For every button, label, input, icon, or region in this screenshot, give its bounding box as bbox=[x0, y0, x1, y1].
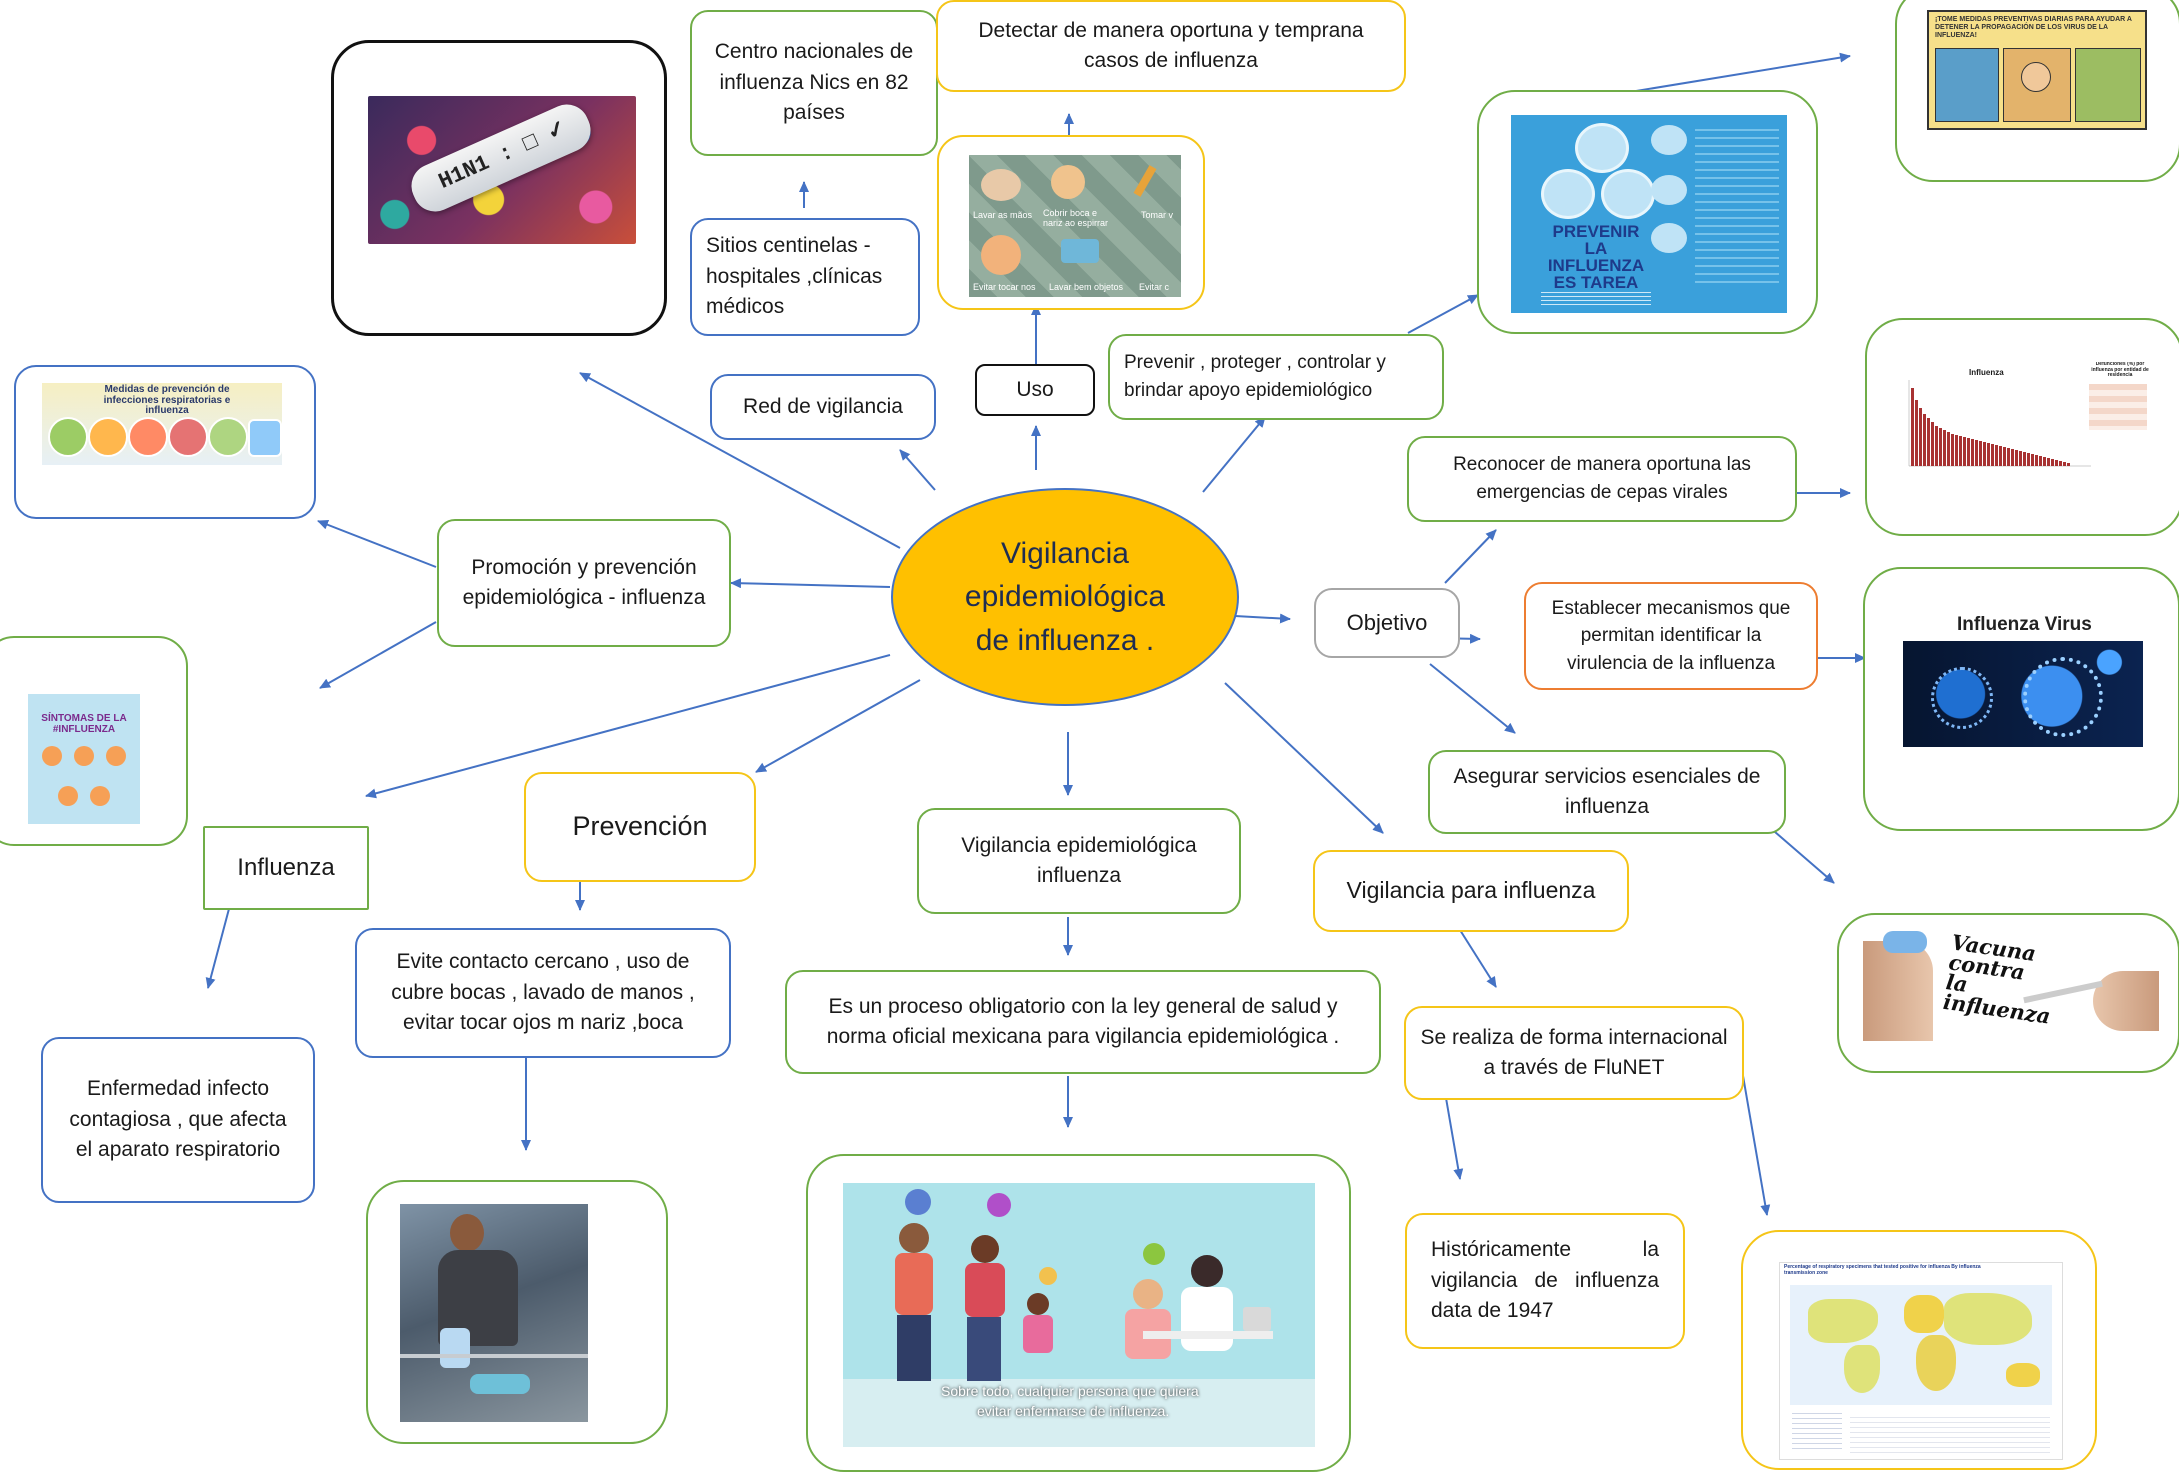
sitios-centinelas-box: Sitios centinelas - hospitales ,clínicas… bbox=[690, 218, 920, 336]
central-topic: Vigilancia epidemiológica de influenza . bbox=[891, 488, 1239, 706]
influenza-box: Influenza bbox=[203, 826, 369, 910]
medidas-title: Medidas de prevención de infecciones res… bbox=[103, 384, 231, 416]
influenza-virus-frame: Influenza Virus bbox=[1863, 567, 2179, 831]
hygiene-icons-image: Lavar as mãos Cobrir boca e nariz ao esp… bbox=[969, 155, 1181, 297]
proceso-obligatorio-box: Es un proceso obligatorio con la ley gen… bbox=[785, 970, 1381, 1074]
evite-contacto-box: Evite contacto cercano , uso de cubre bo… bbox=[355, 928, 731, 1058]
chart-bars bbox=[1908, 380, 2091, 467]
red-vigilancia-box: Red de vigilancia bbox=[710, 374, 936, 440]
chart-legend: Defunciones (%) por influenza por entida… bbox=[2091, 362, 2149, 378]
hygiene-label-3: Tomar v bbox=[1141, 210, 1174, 220]
objetivo-box: Objetivo bbox=[1314, 588, 1460, 658]
cleaning-photo bbox=[400, 1204, 588, 1422]
h1n1-image-frame: H1N1 : □ ✓ bbox=[331, 40, 667, 336]
hygiene-label-1: Lavar as mãos bbox=[973, 210, 1033, 220]
uso-box: Uso bbox=[975, 364, 1095, 416]
establecer-box: Establecer mecanismos que permitan ident… bbox=[1524, 582, 1818, 690]
central-line-1: Vigilancia bbox=[1001, 536, 1129, 570]
medidas-prevencion-frame: Medidas de prevención de infecciones res… bbox=[14, 365, 316, 519]
video-caption-line-1: Sobre todo, cualquier persona que quiera bbox=[941, 1383, 1199, 1399]
hygiene-label-2: Cobrir boca e nariz ao espirrar bbox=[1043, 208, 1109, 228]
hygiene-label-5: Lavar bem objetos bbox=[1049, 282, 1124, 292]
influenza-virus-title: Influenza Virus bbox=[1957, 614, 2092, 635]
chart-title: Influenza bbox=[1969, 368, 2004, 377]
vacuna-text: Vacuna contra la influenza bbox=[1941, 931, 2053, 1029]
influenza-virus-image bbox=[1903, 641, 2143, 747]
medidas-prevencion-image: Medidas de prevención de infecciones res… bbox=[42, 383, 282, 465]
sintomas-frame: SÍNTOMAS DE LA #INFLUENZA bbox=[0, 636, 188, 846]
sintomas-title: SÍNTOMAS DE LA #INFLUENZA bbox=[41, 713, 127, 735]
hygiene-label-6: Evitar c bbox=[1139, 282, 1170, 292]
hygiene-image-frame: Lavar as mãos Cobrir boca e nariz ao esp… bbox=[937, 135, 1205, 310]
tome-medidas-image: ¡TOME MEDIDAS PREVENTIVAS DIARIAS PARA A… bbox=[1927, 10, 2147, 130]
vigilancia-epidemiologica-influenza-box: Vigilancia epidemiológica influenza bbox=[917, 808, 1241, 914]
asegurar-box: Asegurar servicios esenciales de influen… bbox=[1428, 750, 1786, 834]
h1n1-test-tube-image: H1N1 : □ ✓ bbox=[368, 96, 636, 244]
prevencion-box: Prevención bbox=[524, 772, 756, 882]
tome-medidas-text: ¡TOME MEDIDAS PREVENTIVAS DIARIAS PARA A… bbox=[1935, 16, 2132, 40]
flunet-map-frame: Percentage of respiratory specimens that… bbox=[1741, 1230, 2097, 1470]
prevenir-box: Prevenir , proteger , controlar y brinda… bbox=[1108, 334, 1444, 420]
video-caption-line-2: evitar enfermarse de influenza. bbox=[977, 1403, 1170, 1419]
historicamente-box: Históricamente la vigilancia de influenz… bbox=[1405, 1213, 1685, 1349]
tome-medidas-frame: ¡TOME MEDIDAS PREVENTIVAS DIARIAS PARA A… bbox=[1895, 0, 2179, 182]
central-line-3: de influenza . bbox=[975, 623, 1155, 657]
hygiene-label-4: Evitar tocar nos bbox=[973, 282, 1036, 292]
vacuna-frame: Vacuna contra la influenza bbox=[1837, 913, 2179, 1073]
mortality-bar-chart: Influenza Defunciones (%) por influenza … bbox=[1899, 362, 2151, 488]
vacuna-image: Vacuna contra la influenza bbox=[1863, 931, 2159, 1043]
mortality-chart-frame: Influenza Defunciones (%) por influenza … bbox=[1865, 318, 2179, 536]
cleaning-photo-frame bbox=[366, 1180, 668, 1444]
prevenir-poster-frame: PREVENIR LA INFLUENZA ES TAREA DE TODOS bbox=[1477, 90, 1818, 334]
prevenir-poster-image: PREVENIR LA INFLUENZA ES TAREA DE TODOS bbox=[1511, 115, 1787, 313]
flunet-title: Percentage of respiratory specimens that… bbox=[1784, 1264, 1981, 1276]
video-illustration: Sobre todo, cualquier persona que quiera… bbox=[843, 1183, 1315, 1447]
centro-nacionales-box: Centro nacionales de influenza Nics en 8… bbox=[690, 10, 938, 156]
reconocer-box: Reconocer de manera oportuna las emergen… bbox=[1407, 436, 1797, 522]
central-line-2: epidemiológica bbox=[964, 580, 1166, 614]
detectar-box: Detectar de manera oportuna y temprana c… bbox=[936, 0, 1406, 92]
promocion-box: Promoción y prevención epidemiológica - … bbox=[437, 519, 731, 647]
video-frame: Sobre todo, cualquier persona que quiera… bbox=[806, 1154, 1351, 1472]
flunet-map-image: Percentage of respiratory specimens that… bbox=[1779, 1262, 2063, 1460]
vigilancia-para-influenza-box: Vigilancia para influenza bbox=[1313, 850, 1629, 932]
enfermedad-box: Enfermedad infecto contagiosa , que afec… bbox=[41, 1037, 315, 1203]
sintomas-image: SÍNTOMAS DE LA #INFLUENZA bbox=[28, 694, 140, 824]
forma-internacional-box: Se realiza de forma internacional a trav… bbox=[1404, 1006, 1744, 1100]
